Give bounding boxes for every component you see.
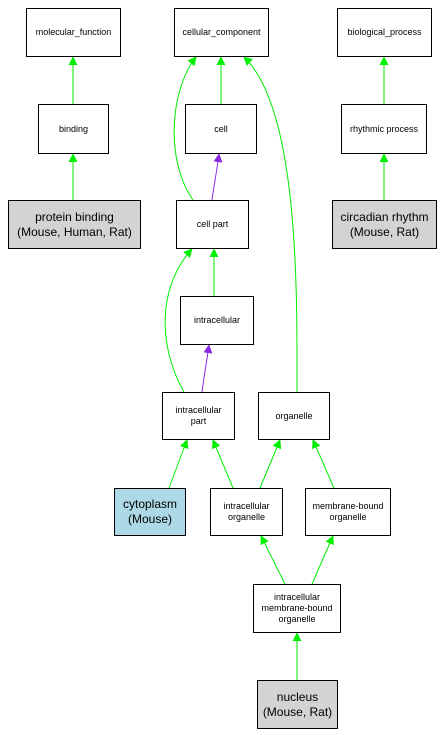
node-cytoplasm[interactable]: cytoplasm (Mouse) — [114, 488, 186, 536]
node-intracellular-part[interactable]: intracellular part — [162, 392, 235, 440]
edge-cell-part-part-of-cell — [211, 153, 223, 201]
node-molecular-function[interactable]: molecular_function — [26, 8, 121, 57]
edge-organelle-to-cellular-component — [243, 56, 298, 393]
node-organelle[interactable]: organelle — [258, 392, 330, 440]
node-binding[interactable]: binding — [38, 104, 109, 154]
node-membrane-bound-organelle[interactable]: membrane-bound organelle — [305, 488, 391, 536]
node-nucleus[interactable]: nucleus (Mouse, Rat) — [257, 680, 338, 729]
node-circadian-rhythm[interactable]: circadian rhythm (Mouse, Rat) — [332, 200, 437, 249]
node-biological-process[interactable]: biological_process — [337, 8, 432, 57]
edge-cell-part-to-cellular-component — [173, 56, 197, 201]
edge-intracellular-membrane-bound-organelle-to-membrane-bound-organelle — [311, 535, 334, 585]
edge-intracellular-organelle-to-organelle — [259, 439, 282, 489]
node-cellular-component[interactable]: cellular_component — [174, 8, 269, 57]
node-protein-binding[interactable]: protein binding (Mouse, Human, Rat) — [8, 200, 141, 249]
node-intracellular-organelle[interactable]: intracellular organelle — [210, 488, 283, 536]
node-intracellular-membrane-bound-organelle[interactable]: intracellular membrane-bound organelle — [253, 584, 341, 633]
edge-intracellular-organelle-to-intracellular-part — [211, 439, 234, 489]
node-cell-part[interactable]: cell part — [176, 200, 249, 249]
edge-cytoplasm-to-intracellular-part — [168, 439, 189, 489]
node-rhythmic-process[interactable]: rhythmic process — [341, 104, 427, 154]
edge-membrane-bound-organelle-to-organelle — [312, 439, 335, 489]
node-cell[interactable]: cell — [185, 104, 257, 154]
node-intracellular[interactable]: intracellular — [180, 296, 254, 345]
edge-intracellular-membrane-bound-organelle-to-intracellular-organelle — [260, 535, 286, 585]
edge-intracellular-part-part-of-intracellular — [201, 344, 213, 393]
edge-intracellular-part-to-cell-part — [164, 248, 193, 393]
